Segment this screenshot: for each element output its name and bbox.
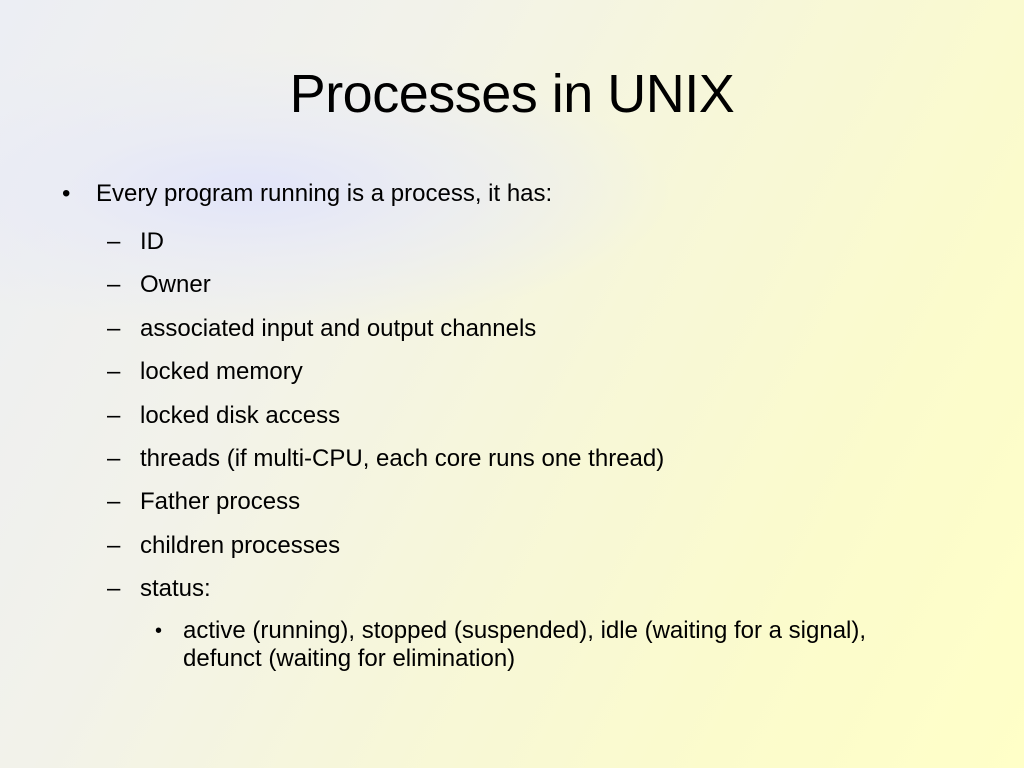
dash-icon: –	[107, 358, 121, 385]
slide-title: Processes in UNIX	[289, 64, 735, 124]
subitem-text: children processes	[140, 532, 341, 559]
subitem-io-channels: – associated input and output channels	[107, 313, 536, 345]
subitem-id: – ID	[107, 226, 164, 258]
dash-icon: –	[107, 271, 121, 298]
subitem-text: status:	[140, 575, 211, 602]
bullet-icon: •	[62, 180, 71, 207]
subitem-text: locked disk access	[140, 402, 341, 429]
dash-icon: –	[107, 315, 121, 342]
subitem-text: associated input and output channels	[140, 315, 537, 342]
subitem-locked-disk: – locked disk access	[107, 400, 340, 432]
dash-icon: –	[107, 575, 121, 602]
subitem-locked-memory: – locked memory	[107, 356, 303, 388]
dash-icon: –	[107, 402, 121, 429]
subitem-owner: – Owner	[107, 269, 211, 301]
dash-icon: –	[107, 488, 121, 515]
subitem-father-process: – Father process	[107, 486, 300, 518]
dash-icon: –	[107, 228, 121, 255]
subitem-text: threads (if multi-CPU, each core runs on…	[140, 445, 665, 472]
subitem-children-processes: – children processes	[107, 530, 340, 562]
bullet-icon: •	[155, 620, 163, 642]
subitem-text: Owner	[140, 271, 211, 298]
subitem-text: ID	[140, 228, 164, 255]
bullet-text: Every program running is a process, it h…	[96, 180, 553, 207]
dash-icon: –	[107, 445, 121, 472]
subitem-threads: – threads (if multi-CPU, each core runs …	[107, 443, 664, 475]
bullet-item: • Every program running is a process, it…	[62, 178, 552, 210]
subitem-status: – status:	[107, 573, 211, 605]
subitem-text: locked memory	[140, 358, 303, 385]
status-detail-text: active (running), stopped (suspended), i…	[183, 617, 867, 672]
status-detail-item: • active (running), stopped (suspended),…	[155, 617, 935, 673]
subitem-text: Father process	[140, 488, 301, 515]
dash-icon: –	[107, 532, 121, 559]
